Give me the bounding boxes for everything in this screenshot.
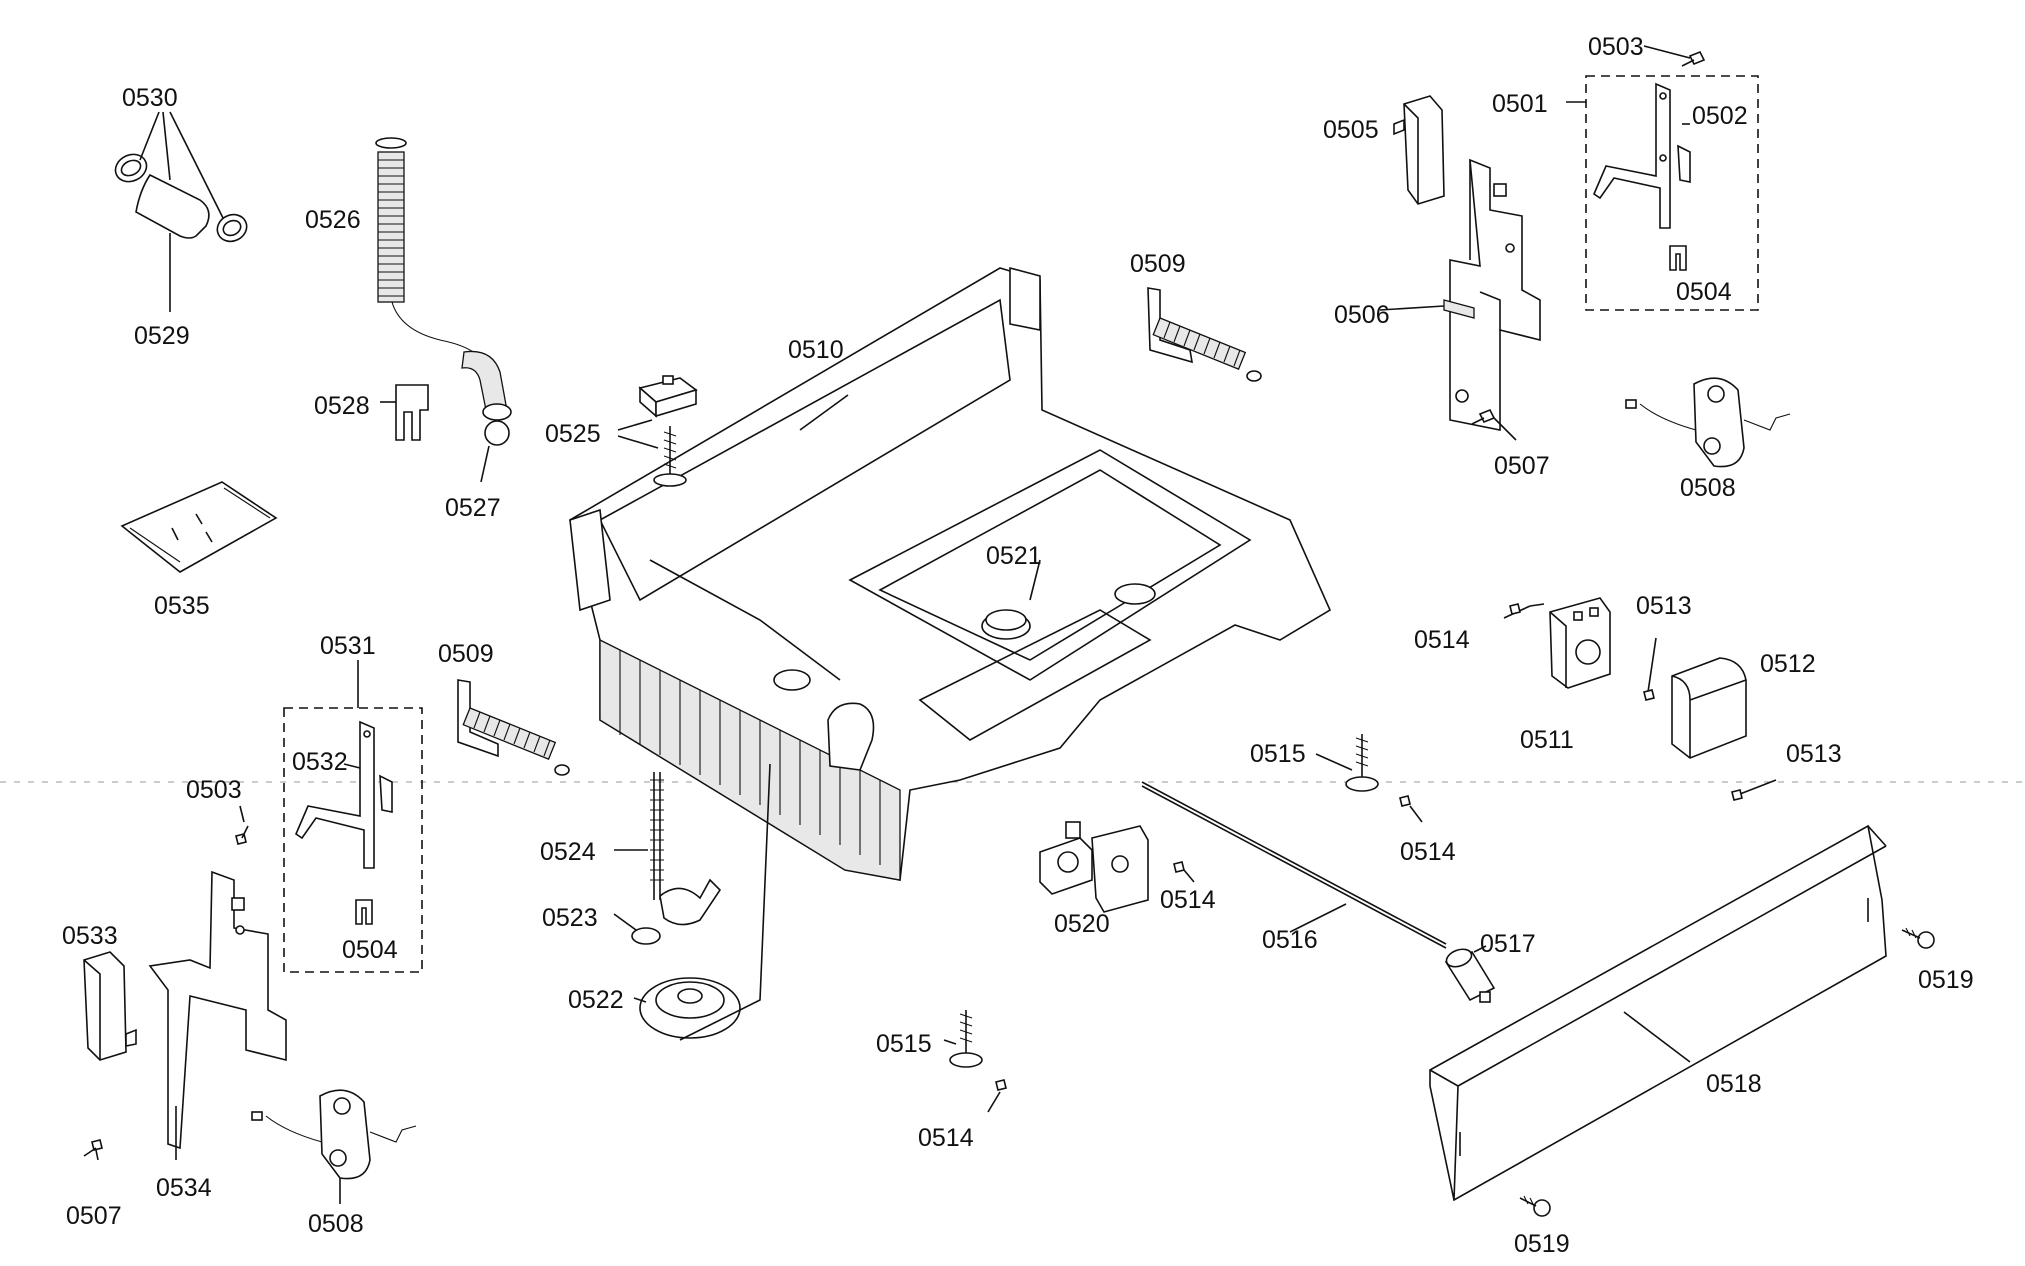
base-frame-illustration	[569, 266, 1332, 881]
kickplate-panel-illustration	[1429, 824, 1887, 1202]
part-label-0531: 0531	[320, 632, 376, 660]
part-label-0527: 0527	[445, 494, 501, 522]
part-labels: 0503 0501 0502 0505 0504 0506 0507 0508 …	[62, 33, 1974, 1258]
screw-0507-upper-illustration	[1471, 408, 1517, 441]
inlet-valve-illustration	[1039, 821, 1149, 913]
hinge-cover-upper-illustration	[1393, 95, 1445, 205]
hose-clip-illustration	[380, 384, 429, 441]
hinge-assembly-upper-illustration	[1566, 75, 1759, 311]
screw-0514-upper-illustration	[1509, 603, 1521, 615]
part-label-0514-valve: 0514	[1160, 886, 1216, 914]
part-label-0526: 0526	[305, 206, 361, 234]
hinge-assembly-lower-illustration	[283, 660, 423, 973]
control-module-illustration	[1503, 597, 1611, 689]
adjustable-foot-illustration	[617, 375, 698, 487]
screw-0514-lower-illustration	[987, 1079, 1007, 1113]
part-label-0515-lower: 0515	[876, 1030, 932, 1058]
part-label-0532: 0532	[292, 748, 348, 776]
part-label-0514-upper: 0514	[1414, 626, 1470, 654]
part-label-0519-right: 0519	[1918, 966, 1974, 994]
part-label-0502: 0502	[1692, 102, 1748, 130]
part-label-0529: 0529	[134, 322, 190, 350]
part-label-0504-lower: 0504	[342, 936, 398, 964]
door-latch-lower-illustration	[251, 1089, 417, 1204]
hose-connector-illustration	[114, 111, 248, 312]
part-label-0504: 0504	[1676, 278, 1732, 306]
part-label-0523: 0523	[542, 904, 598, 932]
part-label-0512: 0512	[1760, 650, 1816, 678]
hinge-cover-lower-illustration	[83, 951, 137, 1061]
spring-upper-illustration	[1147, 287, 1262, 382]
screw-0514-mid-illustration	[1399, 795, 1423, 823]
part-label-0515-upper: 0515	[1250, 740, 1306, 768]
part-label-0507: 0507	[1494, 452, 1550, 480]
part-label-0505: 0505	[1323, 116, 1379, 144]
part-label-0534: 0534	[156, 1174, 212, 1202]
door-latch-upper-illustration	[1625, 377, 1791, 468]
impeller-stack-illustration	[613, 763, 771, 1041]
part-label-0514-mid: 0514	[1400, 838, 1456, 866]
part-label-0513-lower: 0513	[1786, 740, 1842, 768]
part-label-0511: 0511	[1520, 726, 1574, 754]
part-label-0524: 0524	[540, 838, 596, 866]
drain-hose-illustration	[375, 137, 512, 483]
screw-bag-illustration	[120, 481, 278, 573]
foot-0515-lower-illustration	[943, 1010, 983, 1068]
foot-0515-upper-illustration	[1315, 734, 1379, 792]
screw-0503-lower-illustration	[235, 805, 249, 845]
part-label-0528: 0528	[314, 392, 370, 420]
part-label-0522: 0522	[568, 986, 624, 1014]
part-label-0501: 0501	[1492, 90, 1548, 118]
bushing-illustration	[1444, 945, 1496, 1003]
screw-0514-valve-illustration	[1173, 861, 1195, 883]
module-cover-illustration	[1671, 657, 1747, 759]
spring-lower-illustration	[457, 679, 570, 776]
part-label-0519-bottom: 0519	[1514, 1230, 1570, 1258]
part-label-0503: 0503	[1588, 33, 1644, 61]
part-label-0535: 0535	[154, 592, 210, 620]
part-label-0509-upper: 0509	[1130, 250, 1186, 278]
leader-0521	[1029, 559, 1041, 601]
part-label-0508: 0508	[1680, 474, 1736, 502]
part-label-0509-lower: 0509	[438, 640, 494, 668]
part-label-0510: 0510	[788, 336, 844, 364]
rod-illustration	[1141, 781, 1447, 949]
part-label-0514-lower: 0514	[918, 1124, 974, 1152]
part-label-0525: 0525	[545, 420, 601, 448]
screw-0503-upper-illustration	[1643, 45, 1706, 67]
screw-0519-bottom-illustration	[1519, 1195, 1551, 1217]
part-label-0516: 0516	[1262, 926, 1318, 954]
part-label-0518: 0518	[1706, 1070, 1762, 1098]
part-label-0503-lower: 0503	[186, 776, 242, 804]
part-label-0521: 0521	[986, 542, 1042, 570]
part-label-0530: 0530	[122, 84, 178, 112]
part-label-0508-lower: 0508	[308, 1210, 364, 1238]
part-label-0517: 0517	[1480, 930, 1536, 958]
part-label-0507-lower: 0507	[66, 1202, 122, 1230]
part-label-0506: 0506	[1334, 301, 1390, 329]
screw-0513-lower-illustration	[1731, 779, 1777, 801]
hinge-bracket-lower-illustration	[148, 870, 287, 1160]
screw-0513-upper-illustration	[1643, 637, 1657, 701]
screw-0507-lower-illustration	[83, 1139, 103, 1161]
part-label-0513-upper: 0513	[1636, 592, 1692, 620]
hinge-bracket-upper-illustration	[1379, 158, 1541, 431]
part-label-0520: 0520	[1054, 910, 1110, 938]
part-label-0533: 0533	[62, 922, 118, 950]
screw-0519-right-illustration	[1901, 927, 1935, 949]
